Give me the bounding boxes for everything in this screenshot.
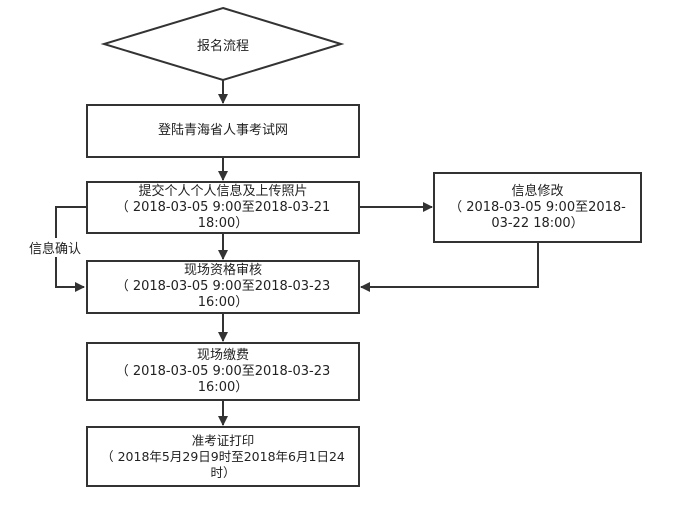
step-print-title: 准考证打印	[191, 432, 255, 448]
step-submit-title: 提交个人个人信息及上传照片	[138, 183, 308, 199]
step-payment: 现场缴费 （ 2018-03-05 9:00至2018-03-23 16:00）	[86, 342, 360, 401]
edge-label-confirm: 信息确认	[28, 238, 83, 257]
step-payment-title: 现场缴费	[196, 347, 249, 363]
step-review: 现场资格审核 （ 2018-03-05 9:00至2018-03-23 16:0…	[86, 260, 360, 314]
step-modify-time-end: 03-22 18:00）	[491, 215, 584, 231]
step-review-time: （ 2018-03-05 9:00至2018-03-23	[115, 279, 331, 294]
step-review-title: 现场资格审核	[183, 263, 262, 278]
step-login-title: 登陆青海省人事考试网	[157, 123, 288, 138]
arrow-modify-to-review	[360, 242, 539, 292]
step-payment-time-end: 16:00）	[197, 379, 249, 395]
start-label: 报名流程	[196, 39, 249, 54]
step-print: 准考证打印 （ 2018年5月29日9时至2018年6月1日24 时）	[86, 426, 360, 487]
step-submit-time-end: 18:00）	[197, 215, 249, 231]
step-print-time-end: 时）	[210, 464, 236, 480]
step-modify-time: （ 2018-03-05 9:00至2018-	[449, 199, 626, 215]
step-modify: 信息修改 （ 2018-03-05 9:00至2018- 03-22 18:00…	[433, 172, 642, 243]
step-submit: 提交个人个人信息及上传照片 （ 2018-03-05 9:00至2018-03-…	[86, 181, 360, 234]
step-login: 登陆青海省人事考试网	[86, 104, 360, 158]
step-submit-time: （ 2018-03-05 9:00至2018-03-21	[115, 199, 331, 215]
step-modify-title: 信息修改	[511, 183, 564, 199]
step-review-time-end: 16:00）	[197, 295, 249, 310]
step-payment-time: （ 2018-03-05 9:00至2018-03-23	[115, 363, 331, 379]
step-print-time: （ 2018年5月29日9时至2018年6月1日24	[101, 448, 345, 464]
